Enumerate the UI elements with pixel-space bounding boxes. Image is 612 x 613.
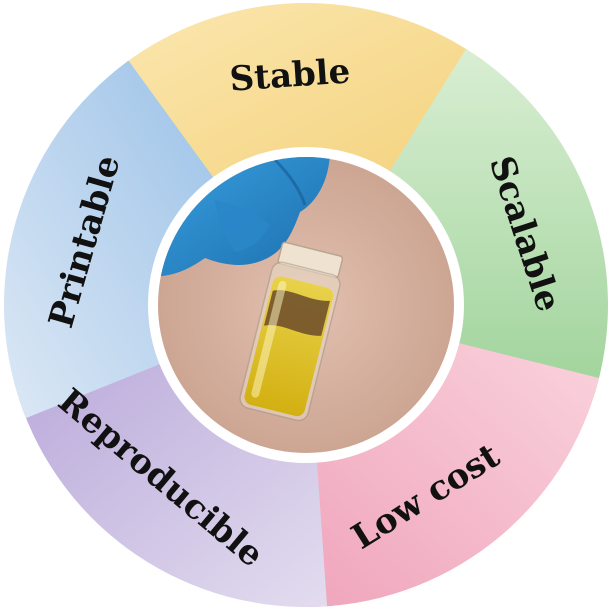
segment-reproducible [18,351,328,607]
label-stable: Stable [228,51,351,99]
segment-low-cost [306,341,600,607]
vial-icon [239,241,344,422]
segment-printable [3,60,218,419]
center-photo [158,157,454,453]
feature-ring [3,2,608,607]
segment-stable [111,2,484,191]
segment-scalable [385,48,608,399]
